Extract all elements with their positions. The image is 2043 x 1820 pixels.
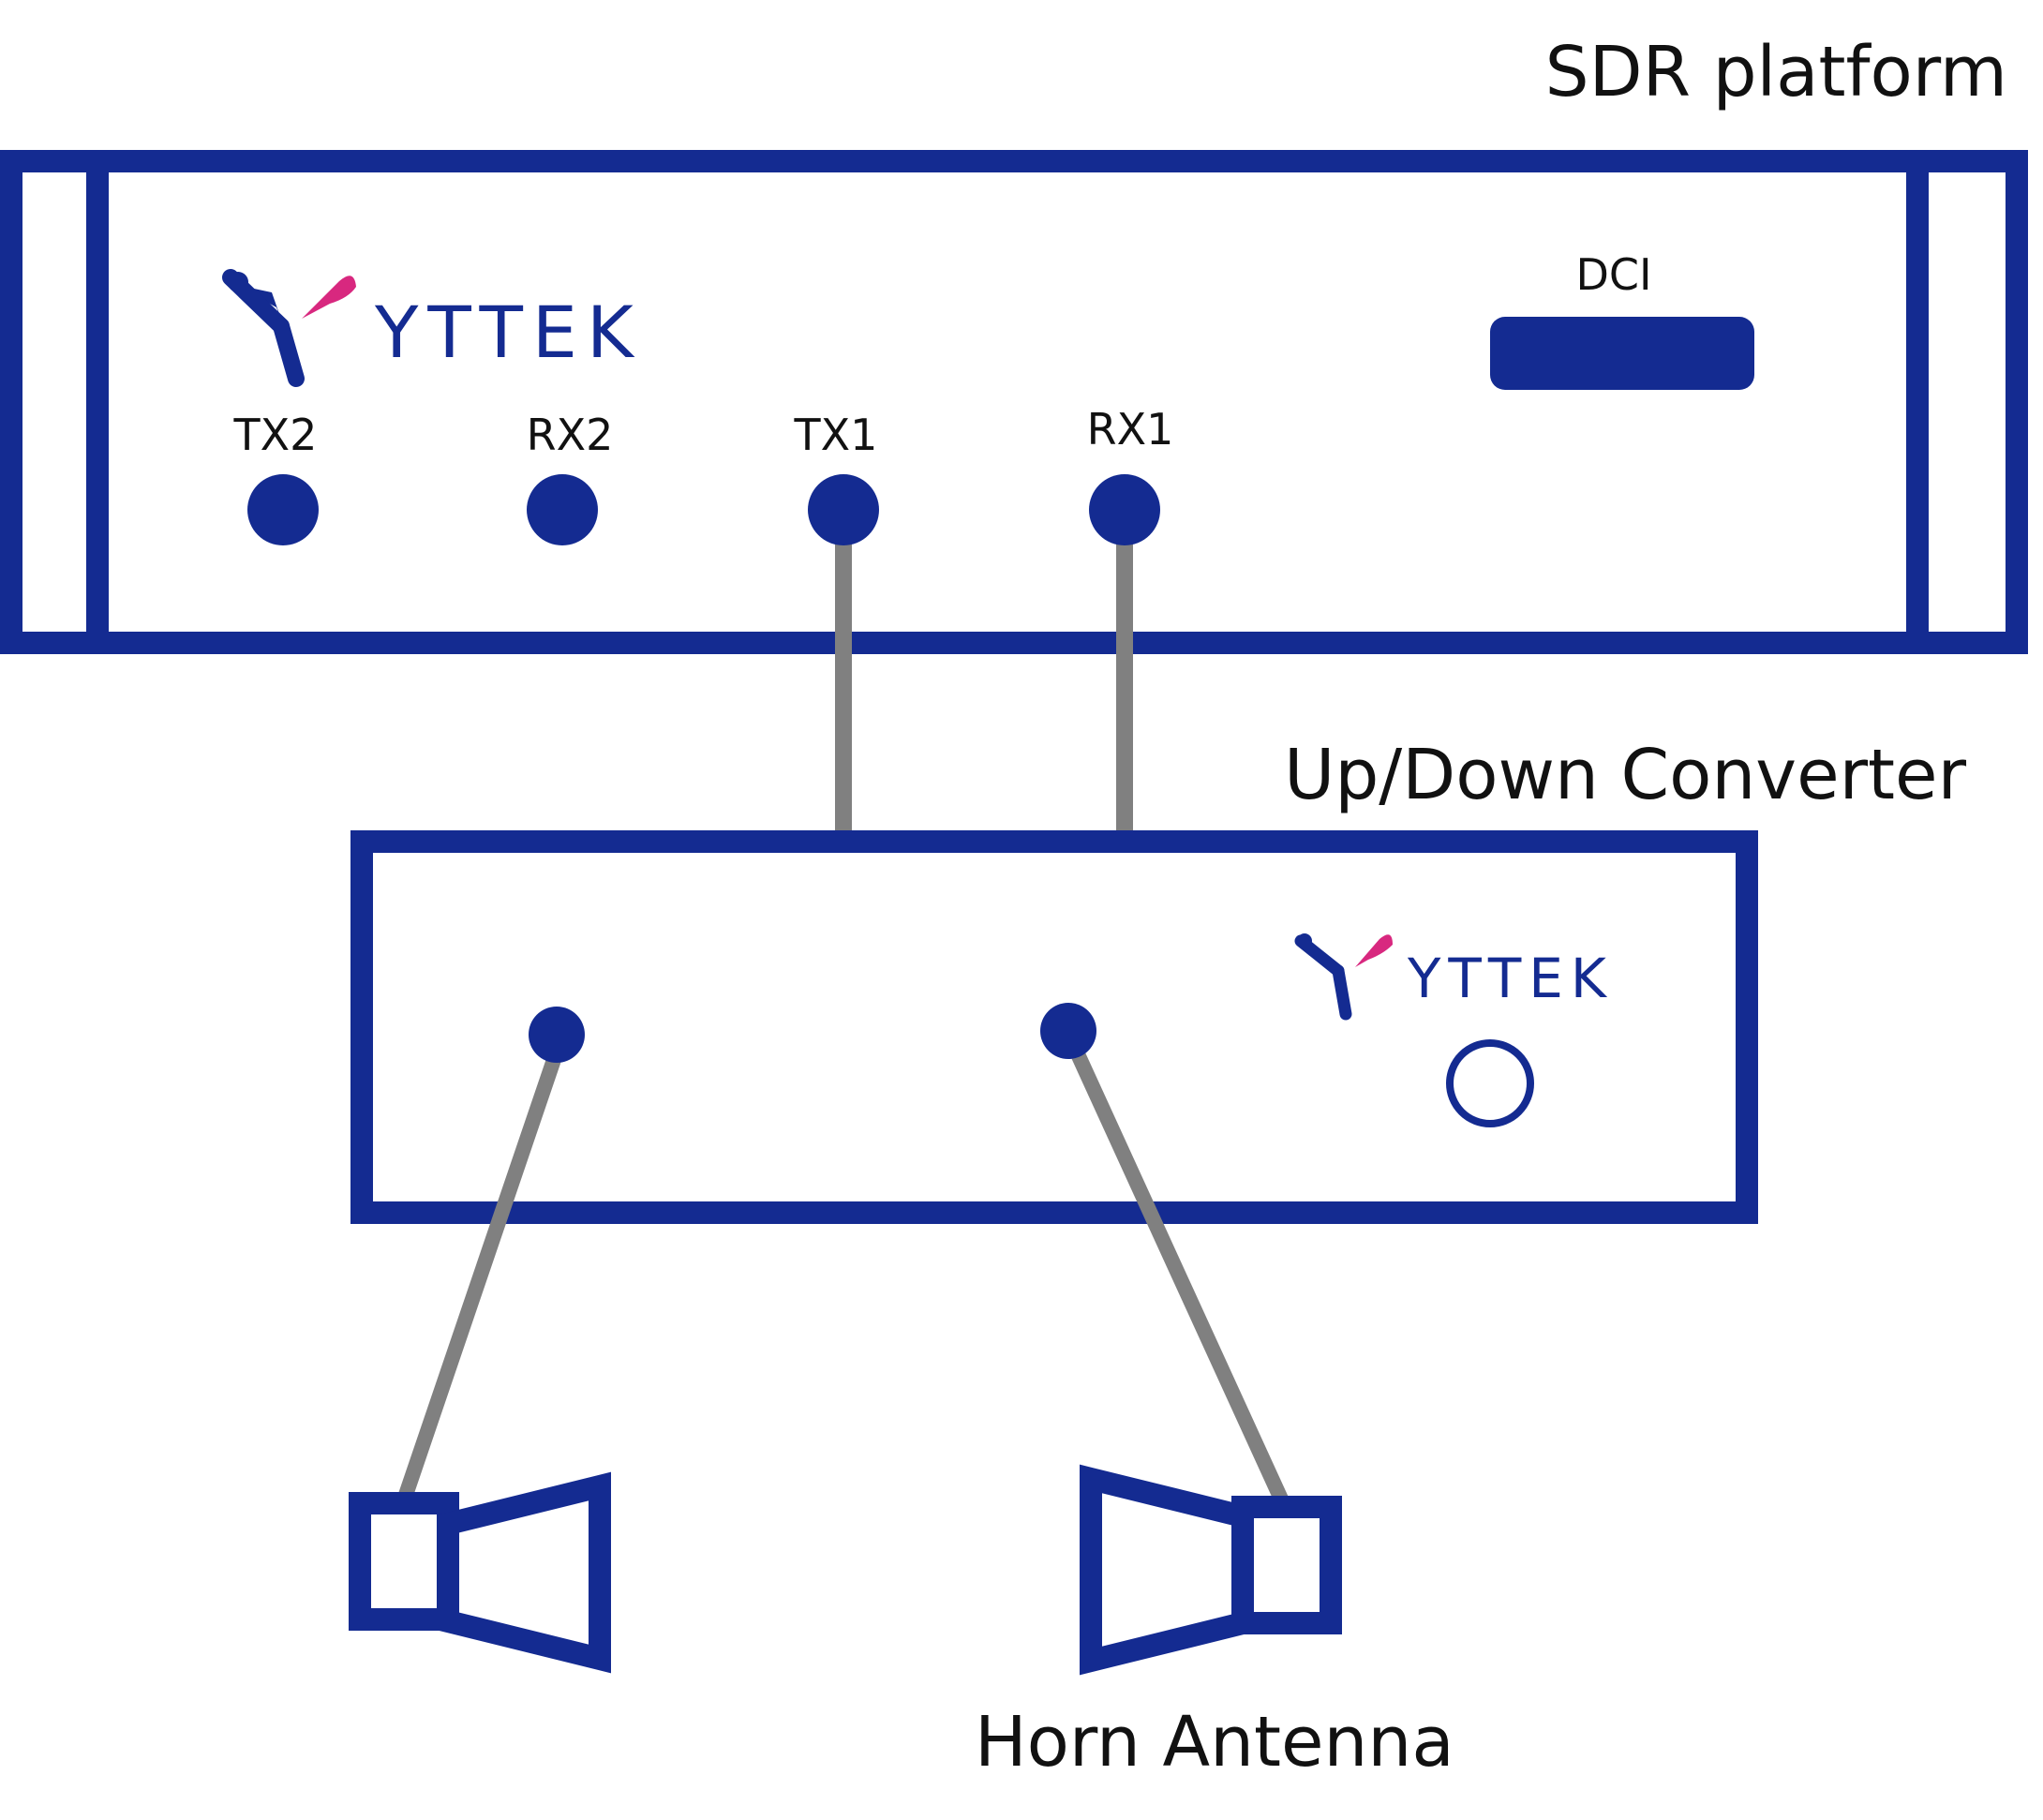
- horn-antenna-label: Horn Antenna: [975, 1702, 1454, 1783]
- port-tx2: [247, 474, 319, 545]
- converter-unit: YTTEK: [350, 830, 1758, 1224]
- sdr-platform-title: SDR platform: [1545, 32, 2007, 112]
- converter-title: Up/Down Converter: [1284, 735, 1966, 815]
- converter-port-right: [1040, 1003, 1096, 1059]
- port-label-tx2: TX2: [233, 410, 318, 460]
- cable-converter-to-horn-left: [397, 1043, 566, 1500]
- sdr-chassis-outline: [0, 150, 2028, 654]
- yttek-logo-icon: [222, 269, 356, 387]
- port-rx1: [1089, 474, 1160, 545]
- port-label-tx1: TX1: [794, 410, 878, 460]
- cable-converter-to-horn-right: [1066, 1042, 1291, 1509]
- sdr-platform-unit: YTTEK DCI TX2 RX2 TX1 RX1: [0, 150, 2028, 654]
- dci-slot: [1490, 317, 1754, 390]
- horn-right-feed: [1231, 1496, 1342, 1634]
- converter-brand-logo: YTTEK: [1294, 933, 1614, 1021]
- port-label-rx2: RX2: [527, 410, 614, 460]
- horn-antenna-left: [349, 1471, 611, 1674]
- horn-left-flare: [437, 1471, 611, 1674]
- sdr-brand-logo: YTTEK: [222, 269, 643, 387]
- horn-left-feed: [349, 1492, 459, 1631]
- port-label-rx1: RX1: [1087, 404, 1174, 455]
- port-tx1: [808, 474, 879, 545]
- converter-port-left: [529, 1007, 585, 1063]
- sdr-brand-name: YTTEK: [374, 291, 643, 374]
- horn-antenna-right: [1080, 1464, 1342, 1676]
- power-indicator-ring: [1446, 1039, 1534, 1127]
- converter-brand-name: YTTEK: [1407, 947, 1614, 1010]
- port-rx2: [527, 474, 598, 545]
- yttek-logo-icon: [1294, 933, 1393, 1021]
- dci-label: DCI: [1575, 249, 1651, 300]
- horn-right-flare: [1080, 1464, 1254, 1676]
